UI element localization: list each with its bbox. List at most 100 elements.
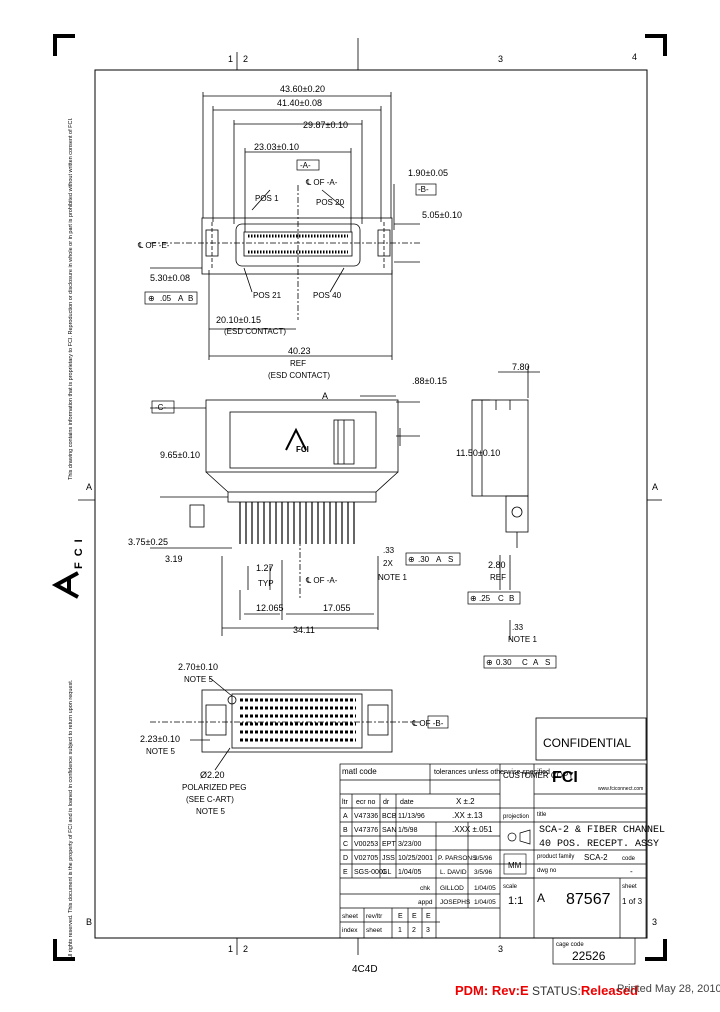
corner-marks [53, 34, 667, 961]
svg-text:REF: REF [490, 573, 506, 582]
svg-text:20.10±0.15: 20.10±0.15 [216, 315, 261, 325]
svg-text:-: - [630, 867, 633, 876]
sheet-size-label: 4C4D [352, 964, 378, 975]
svg-text:sheet: sheet [342, 913, 358, 920]
svg-text:B: B [188, 294, 193, 303]
svg-text:3/5/96: 3/5/96 [474, 869, 492, 876]
col-label: 3 [498, 54, 503, 64]
pdm-revision: PDM: Rev:E [455, 983, 529, 998]
svg-text:.XX ±.13: .XX ±.13 [452, 811, 483, 820]
svg-text:1/04/05: 1/04/05 [474, 885, 496, 892]
svg-text:2: 2 [412, 927, 416, 934]
svg-text:℄ OF -B-: ℄ OF -B- [411, 719, 444, 728]
top-view-dims: 43.60±0.20 41.40±0.08 29.87±0.10 23.03±0… [137, 84, 462, 380]
svg-text:POS 20: POS 20 [316, 198, 345, 207]
top-view [150, 92, 420, 360]
svg-text:FCI: FCI [552, 769, 578, 786]
pin-grid [240, 698, 356, 742]
svg-text:40.23: 40.23 [288, 346, 311, 356]
svg-text:.33: .33 [512, 623, 524, 632]
svg-text:A: A [322, 391, 328, 401]
svg-text:V02705: V02705 [354, 855, 378, 862]
svg-text:dwg no: dwg no [537, 868, 557, 874]
svg-text:5.30±0.08: 5.30±0.08 [150, 273, 190, 283]
svg-text:EPT: EPT [382, 841, 396, 848]
svg-text:87567: 87567 [566, 891, 611, 908]
svg-text:12.065: 12.065 [256, 603, 284, 613]
svg-text:ecr no: ecr no [356, 799, 376, 806]
svg-text:FCI: FCI [73, 533, 85, 569]
svg-text:10/25/2001: 10/25/2001 [398, 855, 433, 862]
front-view-dims: -C- A .88±0.15 9.65±0.10 3.75±0.25 3.19 … [128, 376, 461, 635]
svg-text:-A-: -A- [300, 161, 311, 170]
svg-text:⊕: ⊕ [148, 294, 155, 303]
svg-text:.88±0.15: .88±0.15 [412, 376, 447, 386]
svg-text:This drawing contains informat: This drawing contains information that i… [68, 117, 74, 480]
svg-text:5.05±0.10: 5.05±0.10 [422, 210, 462, 220]
svg-text:NOTE 5: NOTE 5 [184, 675, 213, 684]
svg-text:index: index [342, 927, 358, 934]
col-label: 2 [243, 944, 248, 954]
svg-text:title: title [537, 812, 547, 818]
svg-text:appd: appd [418, 899, 433, 906]
title-block-text: matl code tolerances unless otherwise sp… [342, 767, 665, 963]
svg-text:S: S [448, 555, 453, 564]
svg-text:41.40±0.08: 41.40±0.08 [277, 98, 322, 108]
svg-text:www.fciconnect.com: www.fciconnect.com [598, 786, 643, 792]
svg-text:.XXX ±.051: .XXX ±.051 [452, 825, 493, 834]
svg-text:All rights reserved. This docu: All rights reserved. This document is th… [68, 679, 74, 960]
svg-text:S: S [545, 658, 550, 667]
svg-text:1/04/05: 1/04/05 [474, 899, 496, 906]
svg-text:1/5/98: 1/5/98 [398, 827, 418, 834]
svg-text:A: A [533, 658, 539, 667]
status: STATUS:Released [532, 983, 638, 1003]
col-label: 1 [228, 54, 233, 64]
svg-text:JOSEPHS: JOSEPHS [440, 899, 471, 906]
projection-symbol-icon [507, 832, 517, 842]
svg-text:MM: MM [508, 861, 522, 870]
svg-text:P. PARSONS: P. PARSONS [438, 855, 477, 862]
svg-text:0.30: 0.30 [496, 658, 512, 667]
svg-text:.30: .30 [418, 555, 430, 564]
svg-text:29.87±0.10: 29.87±0.10 [303, 120, 348, 130]
svg-text:code: code [622, 856, 636, 862]
svg-text:V00253: V00253 [354, 841, 378, 848]
svg-text:1: 1 [398, 927, 402, 934]
svg-text:1.90±0.05: 1.90±0.05 [408, 168, 448, 178]
svg-text:sheet: sheet [622, 884, 637, 890]
side-view [471, 366, 540, 640]
svg-text:chk: chk [420, 885, 431, 892]
row-label: 3 [652, 917, 657, 927]
svg-text:tolerances unless otherwise sp: tolerances unless otherwise specified [434, 769, 550, 776]
svg-text:rev/ltr: rev/ltr [366, 913, 383, 920]
svg-text:ltr: ltr [342, 799, 349, 806]
svg-text:B: B [509, 594, 514, 603]
svg-text:40 POS. RECEPT. ASSY: 40 POS. RECEPT. ASSY [539, 839, 659, 850]
svg-text:E: E [412, 913, 417, 920]
status-label: STATUS: [532, 984, 581, 998]
svg-text:⊕: ⊕ [470, 594, 477, 603]
svg-text:POLARIZED PEG: POLARIZED PEG [182, 783, 246, 792]
status-value: Released [580, 983, 638, 998]
svg-text:REF: REF [290, 359, 306, 368]
svg-text:JSS: JSS [382, 855, 395, 862]
svg-text:⊕: ⊕ [486, 658, 493, 667]
svg-text:1/04/05: 1/04/05 [398, 869, 421, 876]
svg-text:-C-: -C- [155, 403, 166, 412]
svg-text:⊕: ⊕ [408, 555, 415, 564]
svg-text:2.80: 2.80 [488, 560, 506, 570]
svg-text:43.60±0.20: 43.60±0.20 [280, 84, 325, 94]
svg-text:2.23±0.10: 2.23±0.10 [140, 734, 180, 744]
svg-text:SGS-0001: SGS-0001 [354, 869, 387, 876]
svg-text:(SEE C-ART): (SEE C-ART) [186, 795, 234, 804]
svg-text:POS 40: POS 40 [313, 291, 342, 300]
svg-text:(ESD CONTACT): (ESD CONTACT) [224, 327, 286, 336]
svg-text:3.19: 3.19 [165, 554, 183, 564]
svg-text:℄ OF -A-: ℄ OF -A- [305, 576, 338, 585]
svg-text:1.27: 1.27 [256, 563, 274, 573]
svg-text:1 of 3: 1 of 3 [622, 897, 643, 906]
svg-text:A: A [343, 813, 348, 820]
svg-text:.33: .33 [383, 546, 395, 555]
svg-text:.25: .25 [479, 594, 491, 603]
title-block-lines [339, 763, 647, 965]
